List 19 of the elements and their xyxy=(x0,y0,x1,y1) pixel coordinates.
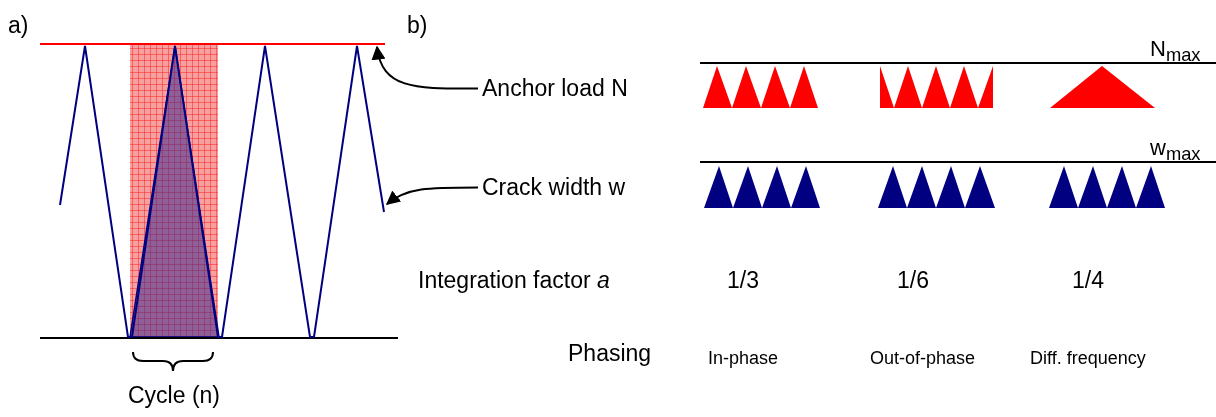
axis-label: w$_{max}$ xyxy=(1150,137,1201,164)
axis-label: Cycle (n) xyxy=(128,384,220,407)
factor-value: 1/4 xyxy=(1072,269,1104,292)
phasing-value: Diff. frequency xyxy=(1030,349,1146,367)
panel-label: a) xyxy=(8,14,29,37)
load-limit-line xyxy=(39,43,386,45)
axis-label: N$_{max}$ xyxy=(1150,38,1201,65)
factor-value: 1/3 xyxy=(727,269,759,292)
series-label: Anchor load N xyxy=(482,77,628,100)
phasing-value: In-phase xyxy=(708,349,779,367)
crack-width-curve xyxy=(59,45,385,338)
series-label: Crack width w xyxy=(482,176,626,199)
factor-value: 1/6 xyxy=(897,269,929,292)
panel-label: b) xyxy=(407,14,428,37)
leader-line xyxy=(385,186,479,205)
phasing-value: Out-of-phase xyxy=(870,349,976,367)
leader-line xyxy=(372,45,479,90)
row-label: Integration factor a xyxy=(418,269,610,292)
row-label: Phasing xyxy=(568,342,652,365)
